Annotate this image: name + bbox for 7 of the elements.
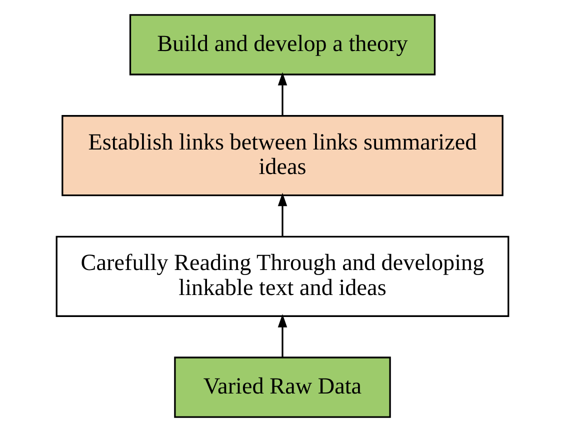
- node-box: Varied Raw Data: [174, 356, 390, 418]
- node-box: Build and develop a theory: [128, 14, 436, 76]
- node-box: Establish links between links summarized ideas: [61, 115, 503, 196]
- arrow: [277, 314, 287, 358]
- arrow: [277, 192, 287, 236]
- arrow: [277, 72, 287, 116]
- node-box: Carefully Reading Through and developing linkable text and ideas: [55, 236, 509, 317]
